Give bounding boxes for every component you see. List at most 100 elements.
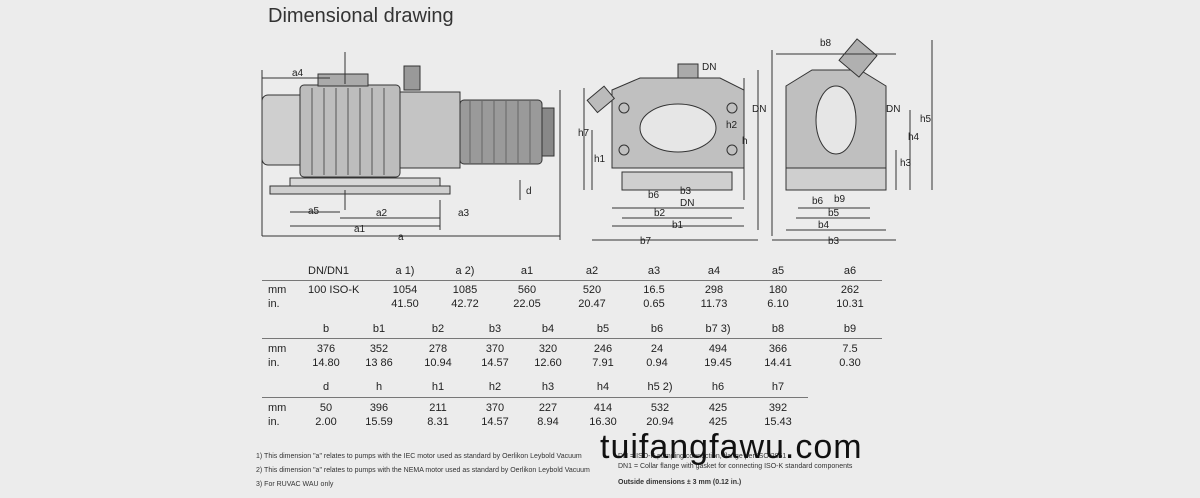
- t2-in-7: 19.45: [704, 357, 732, 369]
- t2-in-5: 7.91: [592, 357, 614, 369]
- t3-in-3: 14.57: [481, 416, 509, 428]
- t2-h2: b2: [431, 323, 445, 335]
- t2-h1: b1: [372, 323, 386, 335]
- t3-in-7: 425: [708, 416, 728, 428]
- t1-in-label: in.: [268, 298, 280, 310]
- t2-in-4: 12.60: [534, 357, 562, 369]
- t3-h1: h: [375, 381, 383, 393]
- label-end-b4: b4: [818, 220, 830, 231]
- t2-in-6: 0.94: [646, 357, 668, 369]
- t2-mm-0: 376: [316, 343, 336, 355]
- footnotes: 1) This dimension "a" relates to pumps w…: [256, 452, 590, 490]
- t2-mm-2: 278: [428, 343, 448, 355]
- t1-mm-label: mm: [268, 284, 287, 296]
- t1-mm-1: 1054: [392, 284, 418, 296]
- t1-mm-0: 100 ISO-K: [308, 284, 360, 296]
- label-h2: h2: [726, 120, 738, 131]
- t2-mm-4: 320: [538, 343, 558, 355]
- t2-h9: b9: [843, 323, 857, 335]
- t2-in-1: 13 86: [365, 357, 393, 369]
- t2-mm-label: mm: [268, 343, 287, 355]
- label-b7: b7: [640, 236, 652, 247]
- t3-in-2: 8.31: [427, 416, 449, 428]
- t2-mm-3: 370: [485, 343, 505, 355]
- t3-in-label: in.: [268, 416, 280, 428]
- t3-mm-0: 50: [319, 402, 333, 414]
- t3-in-6: 20.94: [646, 416, 674, 428]
- t3-rule: [262, 397, 808, 398]
- label-end-b9: b9: [834, 194, 846, 205]
- t2-mm-6: 24: [650, 343, 664, 355]
- t3-h3: h2: [488, 381, 502, 393]
- side-view-labels: a4 a5 a2 a3 a1 a d: [292, 68, 532, 243]
- t2-in-2: 10.94: [424, 357, 452, 369]
- front-view: [583, 63, 759, 241]
- t1-in-4: 20.47: [578, 298, 606, 310]
- t2-mm-5: 246: [593, 343, 613, 355]
- t3-mm-label: mm: [268, 402, 287, 414]
- t1-rule: [262, 280, 882, 281]
- label-b1: b1: [672, 220, 684, 231]
- label-h3: h3: [900, 158, 912, 169]
- t3-mm-4: 227: [538, 402, 558, 414]
- end-view-labels: b8 DN DN h5 h4 h3 b6 b9 b5 b4 b3: [752, 38, 932, 247]
- label-end-b5: b5: [828, 208, 840, 219]
- t1-mm-3: 560: [517, 284, 537, 296]
- t2-h8: b8: [771, 323, 785, 335]
- t1-in-8: 10.31: [836, 298, 864, 310]
- label-h4: h4: [908, 132, 920, 143]
- t3-mm-1: 396: [369, 402, 389, 414]
- side-view: [261, 52, 561, 240]
- t3-h4: h3: [541, 381, 555, 393]
- t2-mm-1: 352: [369, 343, 389, 355]
- t1-in-1: 41.50: [391, 298, 419, 310]
- t1-in-2: 42.72: [451, 298, 479, 310]
- t1-mm-8: 262: [840, 284, 860, 296]
- t3-in-1: 15.59: [365, 416, 393, 428]
- label-a2: a2: [376, 208, 388, 219]
- t2-h6: b6: [650, 323, 664, 335]
- label-dn-bottom: DN: [680, 198, 694, 209]
- t2-in-3: 14.57: [481, 357, 509, 369]
- label-a5: a5: [308, 206, 320, 217]
- label-dn-right: DN: [886, 104, 900, 115]
- t3-h2: h1: [431, 381, 445, 393]
- t1-mm-2: 1085: [452, 284, 478, 296]
- label-h5: h5: [920, 114, 932, 125]
- label-end-b3: b3: [828, 236, 840, 247]
- t2-h0: b: [322, 323, 330, 335]
- t3-mm-3: 370: [485, 402, 505, 414]
- t3-h5: h4: [596, 381, 610, 393]
- note-tolerance: Outside dimensions ± 3 mm (0.12 in.): [618, 479, 742, 486]
- t2-h4: b4: [541, 323, 555, 335]
- t1-in-3: 22.05: [513, 298, 541, 310]
- label-a1: a1: [354, 224, 366, 235]
- t3-h0: d: [322, 381, 330, 393]
- t1-in-7: 6.10: [767, 298, 789, 310]
- label-b8: b8: [820, 38, 832, 49]
- label-b3: b3: [680, 186, 692, 197]
- notes-right: DN = ISO-K pumping connection, flange pe…: [618, 452, 852, 488]
- t3-h6: h5 2): [647, 381, 673, 393]
- t3-in-5: 16.30: [589, 416, 617, 428]
- t3-h7: h6: [711, 381, 725, 393]
- t3-in-4: 8.94: [537, 416, 559, 428]
- t1-mm-6: 298: [704, 284, 724, 296]
- label-dn-left: DN: [752, 104, 766, 115]
- label-h: h: [742, 136, 748, 147]
- t2-mm-7: 494: [708, 343, 728, 355]
- t3-in-0: 2.00: [315, 416, 337, 428]
- t2-h3: b3: [488, 323, 502, 335]
- t1-in-6: 11.73: [700, 298, 728, 310]
- t3-in-8: 15.43: [764, 416, 792, 428]
- label-end-b6: b6: [812, 196, 824, 207]
- t3-mm-7: 425: [708, 402, 728, 414]
- label-a4: a4: [292, 68, 304, 79]
- note-dn: DN = ISO-K pumping connection, flange pe…: [618, 453, 787, 460]
- watermark-text: tuifangfawu.com: [600, 428, 863, 466]
- t1-mm-5: 16.5: [643, 284, 665, 296]
- dimensional-drawing: a4 a5 a2 a3 a1 a d DN h7 h1 h2 h b6 b3 D…: [261, 38, 933, 247]
- t1-in-5: 0.65: [643, 298, 665, 310]
- label-h1: h1: [594, 154, 606, 165]
- t2-mm-8: 366: [768, 343, 788, 355]
